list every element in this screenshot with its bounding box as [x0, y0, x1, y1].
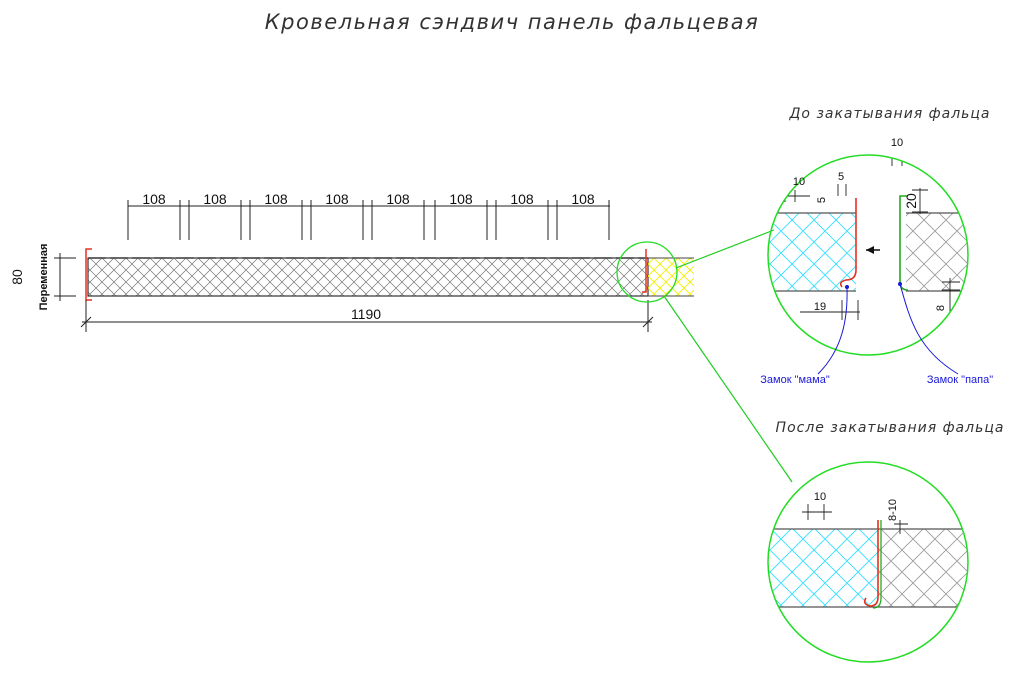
module-dim-4: 108	[325, 191, 349, 207]
before-dim-7: 8	[935, 305, 947, 311]
focus-circle	[616, 241, 678, 303]
height-note: Переменная	[38, 244, 50, 311]
height-label: 80	[9, 269, 25, 285]
detail-before	[768, 155, 968, 320]
after-dim-2: 8-10	[887, 499, 899, 521]
detail-circle-after	[767, 461, 969, 663]
module-dim-8: 108	[571, 191, 595, 207]
module-dim-1: 108	[142, 191, 166, 207]
module-dim-7: 108	[510, 191, 534, 207]
leader-to-before	[675, 229, 775, 269]
main-panel	[85, 248, 694, 301]
lock-male-leader	[899, 283, 959, 375]
right-edge-profile	[642, 249, 647, 293]
module-dim-5: 108	[386, 191, 410, 207]
before-dim-5: 20	[903, 193, 919, 209]
module-dim-3: 108	[264, 191, 288, 207]
before-dim-1: 10	[793, 176, 805, 188]
module-dim-2: 108	[203, 191, 227, 207]
total-width-label: 1190	[351, 306, 381, 322]
after-dim-1: 10	[814, 491, 826, 503]
detail-after	[768, 504, 968, 609]
detail-circle-before	[767, 154, 969, 356]
lock-female-label: Замок "мама"	[760, 374, 830, 386]
height-dimension	[54, 253, 76, 301]
lock-male-label: Замок "папа"	[927, 374, 993, 386]
before-dim-4: 10	[891, 137, 903, 149]
leader-to-after	[663, 295, 793, 483]
total-width-dimension	[80, 300, 654, 332]
before-dim-2: 5	[816, 197, 828, 203]
module-dim-6: 108	[449, 191, 473, 207]
left-edge-profile	[85, 248, 92, 301]
before-dim-3: 5	[838, 171, 844, 183]
caption-after: После закатывания фальца	[776, 420, 1005, 436]
before-dim-6: 19	[814, 301, 826, 313]
caption-before: До закатывания фальца	[788, 106, 990, 122]
drawing-title: Кровельная сэндвич панель фальцевая	[264, 10, 760, 34]
lock-female-leader	[817, 286, 848, 375]
module-dimension-chain	[127, 200, 610, 240]
